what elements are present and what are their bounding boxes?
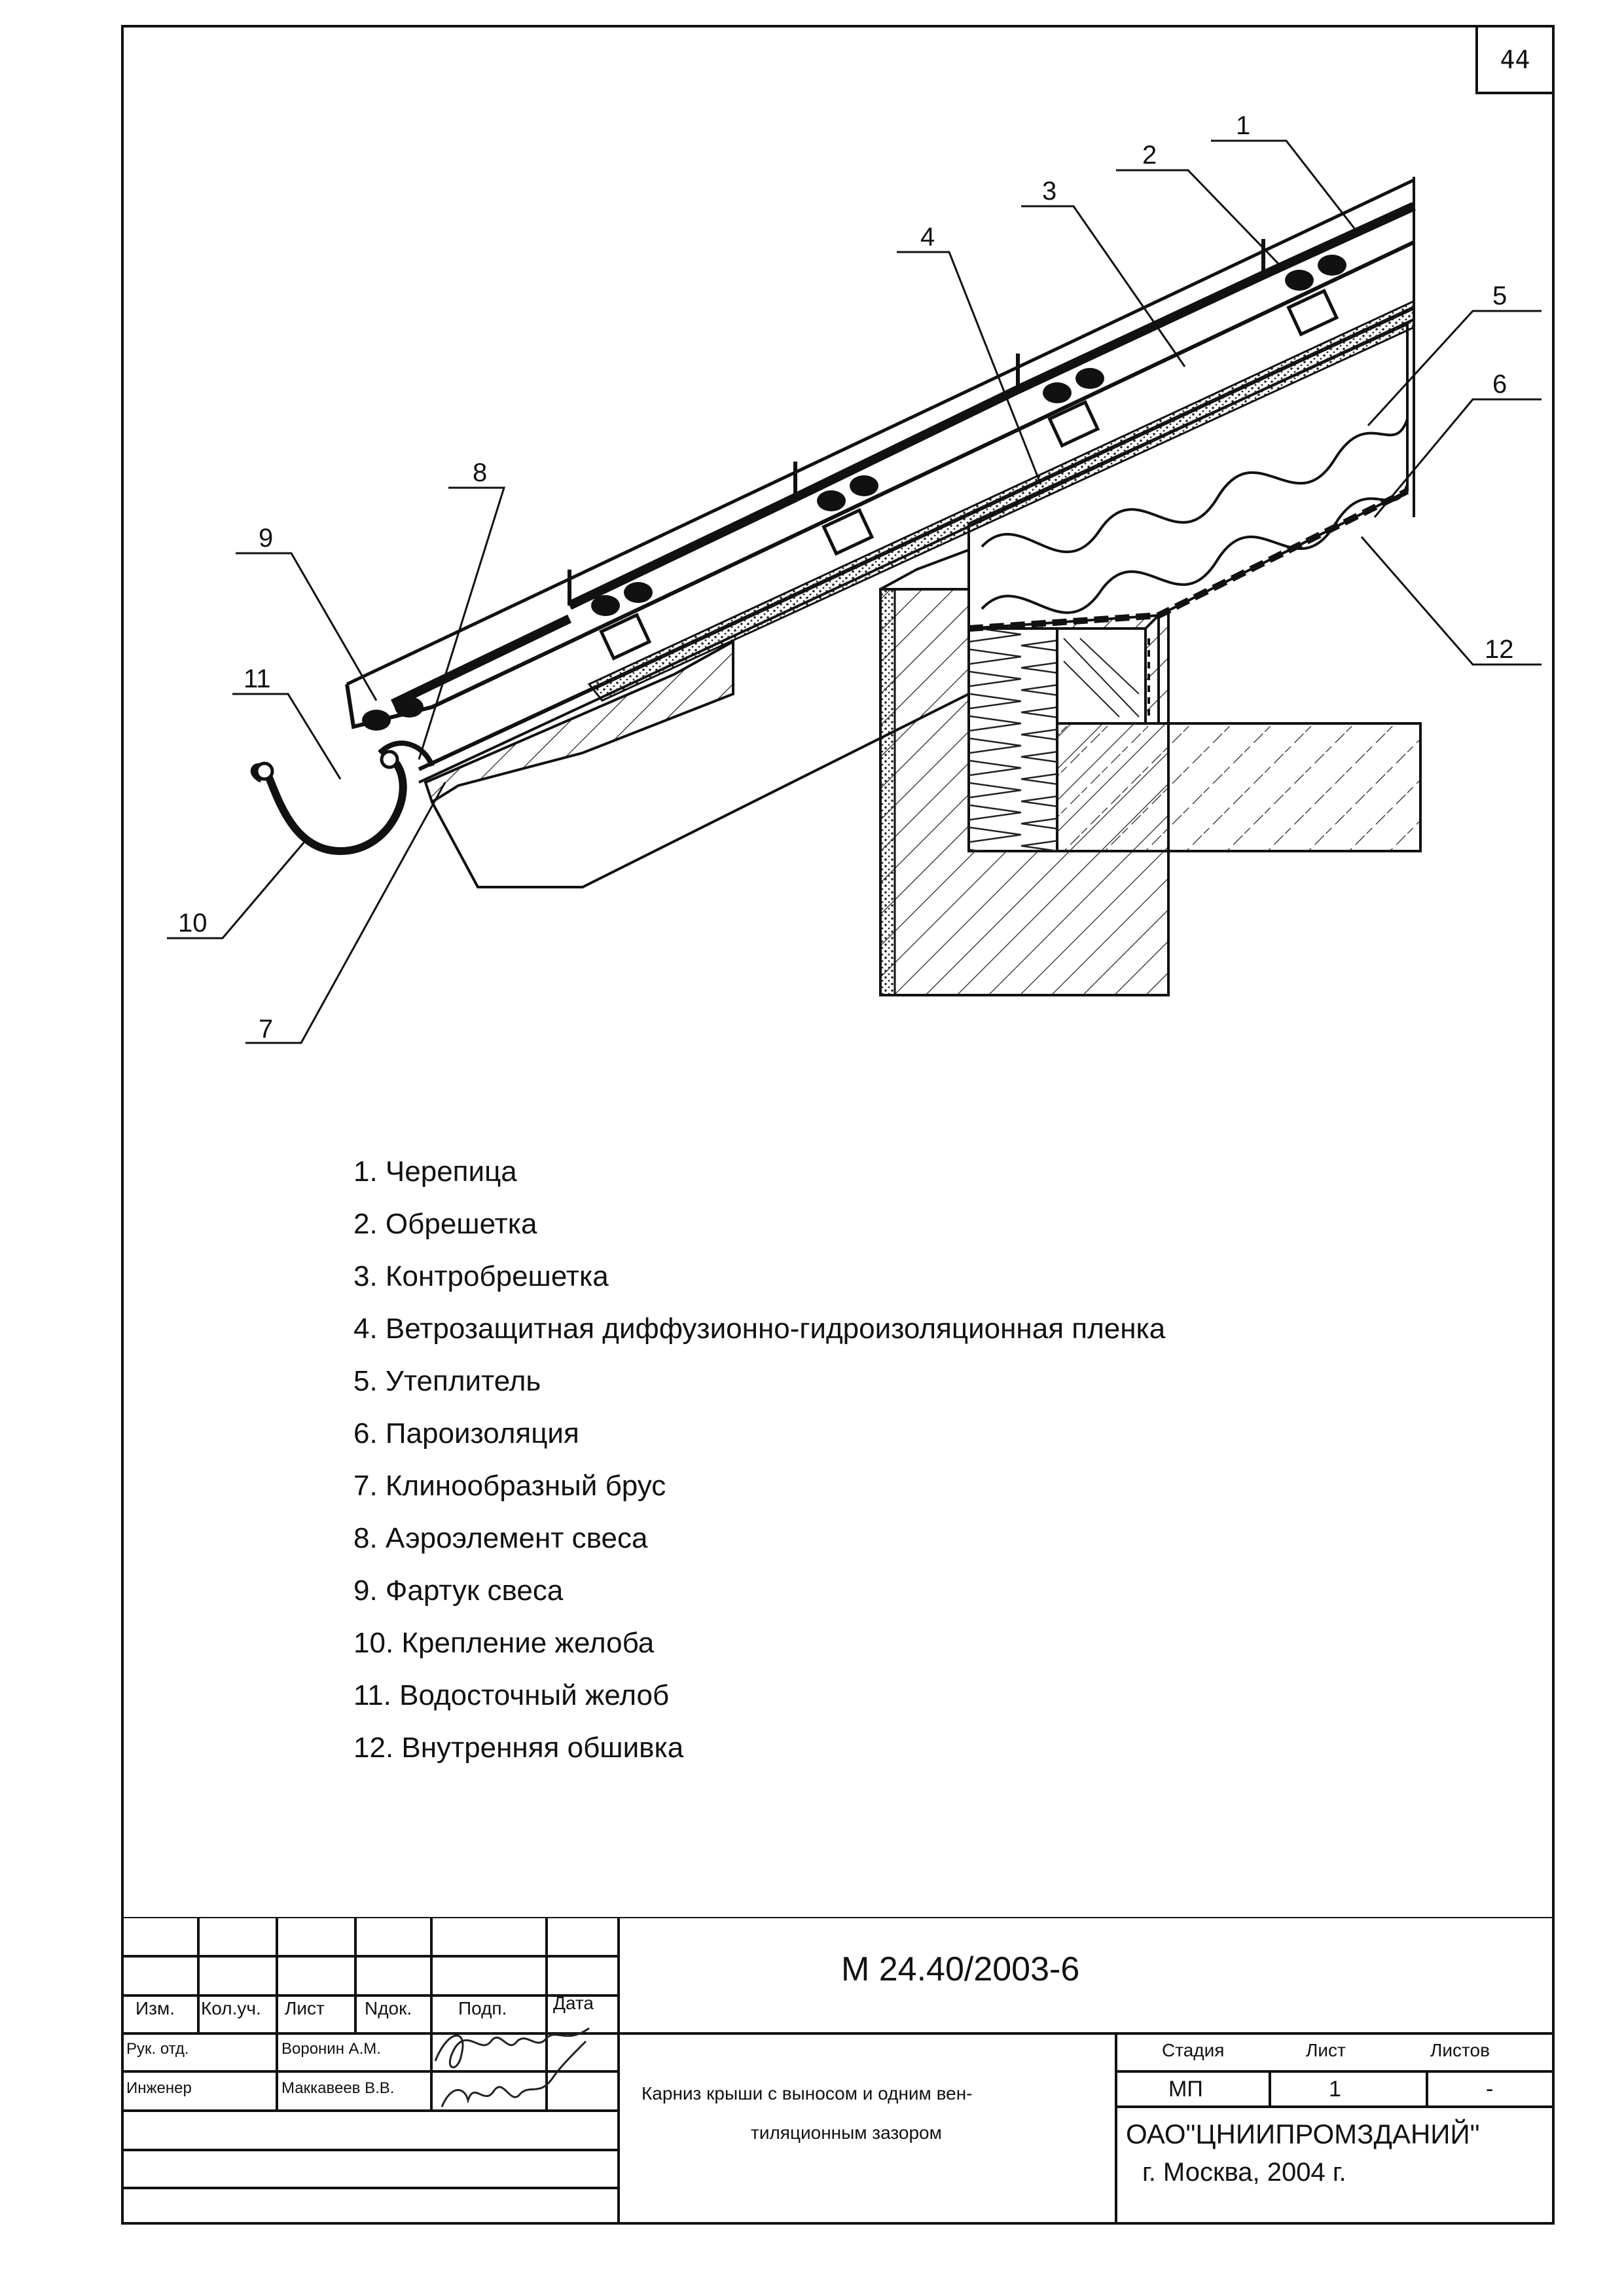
legend-item: 12. Внутренняя обшивка [353, 1732, 684, 1764]
callout-1: 1 [1236, 111, 1250, 140]
component-legend: 1. Черепица 2. Обрешетка 3. Контробрешет… [353, 1157, 1165, 1762]
city-year: г. Москва, 2004 г. [1142, 2158, 1346, 2187]
signatures [434, 2027, 590, 2107]
wall-top [880, 549, 969, 591]
col-kol-uch: Кол.уч. [201, 1998, 261, 2018]
timber-section [1056, 612, 1160, 725]
sheet-header: Лист [1306, 2040, 1346, 2060]
callout-10: 10 [178, 909, 208, 938]
legend-item: 11. Водосточный желоб [353, 1679, 670, 1711]
callout-leaders [167, 139, 1542, 1044]
page-number: 44 [1475, 25, 1555, 94]
gutter [250, 740, 435, 856]
description-line-1: Карниз крыши с выносом и одним вен- [641, 2083, 973, 2104]
legend-item: 2. Обрешетка [353, 1208, 537, 1240]
callout-2: 2 [1142, 141, 1157, 170]
callout-11: 11 [244, 665, 271, 693]
callout-8: 8 [473, 458, 487, 487]
legend-item: 6. Пароизоляция [353, 1417, 579, 1449]
col-date: Дата [553, 1993, 594, 2013]
callout-7: 7 [259, 1015, 273, 1044]
sheets-header: Листов [1430, 2040, 1490, 2060]
document-code: М 24.40/2003-6 [841, 1950, 1080, 1988]
stage-value: МП [1168, 2077, 1203, 2102]
title-block: Изм. Кол.уч. Лист Nдок. Подп. Дата Рук. … [121, 1917, 1555, 2225]
sheets-value: - [1486, 2077, 1494, 2102]
callout-3: 3 [1042, 177, 1056, 206]
name-engineer: Маккавеев В.В. [281, 2079, 395, 2097]
floor-slab [1056, 722, 1422, 852]
sheet-frame [121, 25, 1555, 2225]
callout-9: 9 [259, 524, 273, 553]
legend-item: 3. Контробрешетка [353, 1260, 609, 1292]
role-head: Рук. отд. [126, 2040, 189, 2058]
legend-item: 9. Фартук свеса [353, 1575, 564, 1607]
callout-4: 4 [920, 223, 935, 251]
callout-12: 12 [1485, 635, 1514, 664]
roof-tiles [345, 178, 1416, 731]
legend-item: 4. Ветрозащитная диффузионно-гидроизоляц… [353, 1313, 1166, 1345]
title-block-grid [121, 1917, 1555, 2225]
stage-header: Стадия [1162, 2040, 1225, 2060]
organization: ОАО"ЦНИИПРОМЗДАНИЙ" [1126, 2119, 1480, 2149]
col-podp: Подп. [458, 1998, 507, 2018]
wall-insulation [967, 627, 1058, 852]
name-head: Воронин А.М. [281, 2040, 381, 2058]
role-engineer: Инженер [126, 2079, 192, 2097]
sheet-value: 1 [1329, 2077, 1341, 2102]
legend-item: 1. Черепица [353, 1156, 517, 1188]
callout-labels: 1 2 3 4 5 6 7 8 9 10 11 12 [178, 111, 1514, 1044]
legend-item: 8. Аэроэлемент свеса [353, 1522, 648, 1554]
roof-layers [418, 299, 1415, 888]
col-izm: Изм. [135, 1998, 175, 2018]
legend-item: 5. Утеплитель [353, 1365, 541, 1397]
legend-item: 7. Клинообразный брус [353, 1470, 666, 1502]
wall-base [880, 851, 1170, 996]
description-line-2: тиляционным зазором [751, 2123, 942, 2143]
col-list: Лист [285, 1998, 325, 2018]
col-ndok: Nдок. [365, 1998, 412, 2018]
callout-5: 5 [1492, 282, 1507, 310]
callout-6: 6 [1492, 370, 1507, 399]
legend-item: 10. Крепление желоба [353, 1627, 655, 1659]
